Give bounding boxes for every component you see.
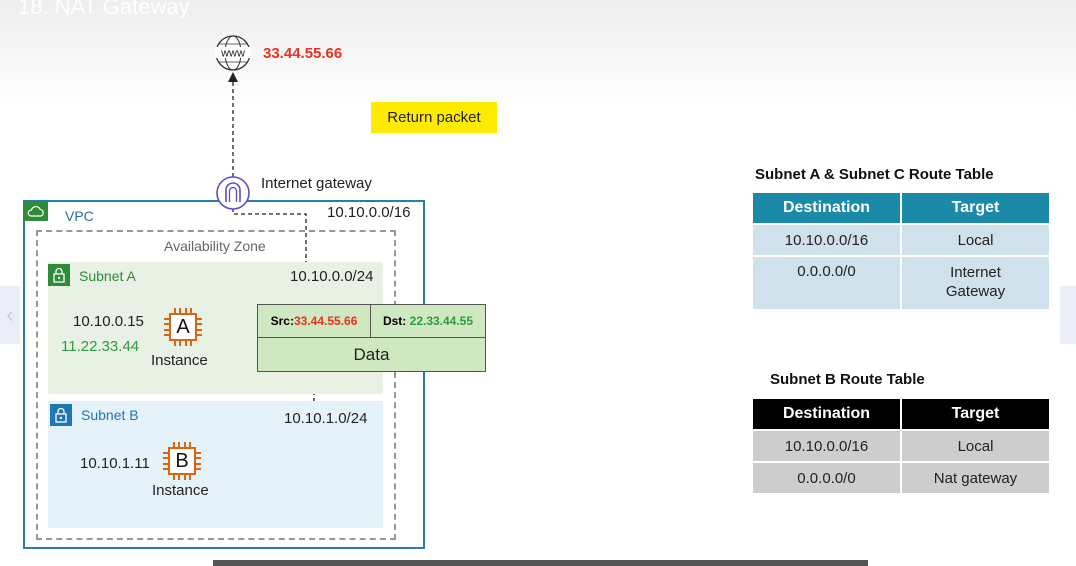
table-cell: Nat gateway	[902, 463, 1049, 493]
table-cell: 10.10.0.0/16	[753, 225, 900, 255]
packet-src-ip: 33.44.55.66	[293, 314, 358, 328]
column-header-target: Target	[902, 193, 1049, 223]
table-cell: 10.10.0.0/16	[753, 431, 900, 461]
table-header-row: Destination Target	[753, 193, 1049, 223]
svg-text:www: www	[220, 48, 245, 60]
instance-a-private-ip: 10.10.0.15	[73, 313, 144, 330]
internet-gateway-label: Internet gateway	[261, 175, 372, 192]
instance-b-private-ip: 10.10.1.11	[80, 455, 150, 472]
column-header-destination: Destination	[753, 399, 900, 429]
instance-a-public-ip: 11.22.33.44	[61, 338, 140, 355]
packet-source: Src:33.44.55.66	[258, 305, 371, 338]
internet-ip: 33.44.55.66	[263, 45, 343, 62]
packet-dst-label: Dst:	[382, 314, 407, 328]
www-globe-icon: www	[213, 33, 253, 73]
subnet-a-lock-icon	[48, 264, 70, 286]
route-table-b: Destination Target 10.10.0.0/16 Local 0.…	[751, 397, 1051, 495]
column-header-destination: Destination	[753, 193, 900, 223]
horizontal-scrollbar[interactable]	[213, 560, 868, 566]
packet-data: Data	[353, 344, 390, 364]
instance-a-chip-icon: A	[161, 305, 205, 349]
slide-title: 18. NAT Gateway	[18, 0, 190, 19]
table-row: 10.10.0.0/16 Local	[753, 431, 1049, 461]
table-row: 0.0.0.0/0 Internet Gateway	[753, 257, 1049, 309]
subnet-a-label: Subnet A	[79, 268, 136, 284]
packet-destination: Dst: 22.33.44.55	[371, 305, 485, 338]
route-table-ac: Destination Target 10.10.0.0/16 Local 0.…	[751, 191, 1051, 311]
packet-dst-ip: 22.33.44.55	[409, 314, 474, 328]
instance-b-chip-icon: B	[160, 439, 204, 483]
subnet-b	[48, 401, 383, 528]
chevron-left-icon: ‹	[6, 302, 14, 327]
table-cell: Internet Gateway	[902, 257, 1049, 309]
table-cell: Local	[902, 431, 1049, 461]
igw-to-packet-line	[232, 208, 307, 304]
table-cell: 0.0.0.0/0	[753, 257, 900, 309]
header-fade	[0, 0, 1076, 110]
internet-gateway-icon	[215, 175, 251, 211]
previous-slide-button[interactable]: ‹	[0, 286, 20, 344]
subnet-a-cidr: 10.10.0.0/24	[290, 268, 374, 285]
route-table-ac-title: Subnet A & Subnet C Route Table	[755, 166, 994, 183]
subnet-b-lock-icon	[50, 404, 72, 426]
vpc-cidr: 10.10.0.0/16	[327, 204, 411, 221]
availability-zone	[36, 230, 396, 540]
table-header-row: Destination Target	[753, 399, 1049, 429]
column-header-target: Target	[902, 399, 1049, 429]
return-packet-label: Return packet	[371, 102, 497, 133]
route-table-b-title: Subnet B Route Table	[770, 371, 925, 388]
az-label: Availability Zone	[164, 238, 266, 254]
next-slide-button[interactable]	[1060, 286, 1076, 344]
packet-src-label: Src:	[270, 314, 294, 328]
packet: Src:33.44.55.66 Dst: 22.33.44.55 Data	[257, 304, 486, 372]
instance-b-label: Instance	[152, 482, 209, 499]
vpc-cloud-icon	[24, 201, 48, 221]
instance-a-label: Instance	[151, 352, 208, 369]
instance-a-letter: A	[176, 316, 190, 338]
subnet-b-cidr: 10.10.1.0/24	[284, 410, 368, 427]
table-cell: 0.0.0.0/0	[753, 463, 900, 493]
table-row: 10.10.0.0/16 Local	[753, 225, 1049, 255]
instance-b-letter: B	[175, 450, 189, 472]
table-cell: Local	[902, 225, 1049, 255]
vpc-label: VPC	[65, 208, 94, 224]
table-row: 0.0.0.0/0 Nat gateway	[753, 463, 1049, 493]
arrow-up-internet	[228, 72, 238, 82]
subnet-b-label: Subnet B	[81, 407, 139, 423]
